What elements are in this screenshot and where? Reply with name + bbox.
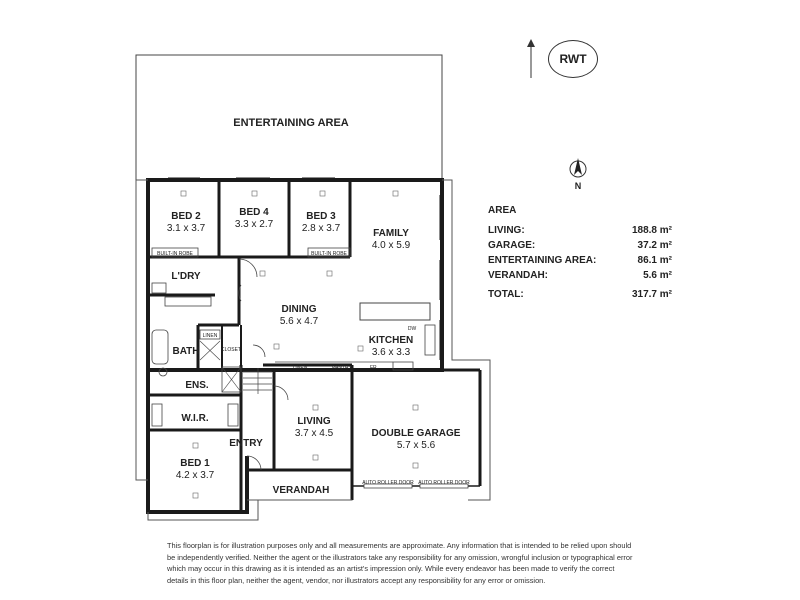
- kitchen-dims: 3.6 x 3.3: [372, 347, 411, 358]
- compass-north-label: N: [575, 181, 582, 191]
- area-row-value: 86.1 m²: [637, 255, 672, 266]
- garage-door-2: [419, 483, 469, 489]
- kitchen-label: KITCHEN: [369, 335, 413, 346]
- closet-label: CLOSET: [221, 347, 241, 353]
- bath-label: BATH: [172, 346, 199, 357]
- area-summary: AREA LIVING: 188.8 m² GARAGE: 37.2 m² EN…: [488, 203, 672, 302]
- dining-dims: 5.6 x 4.7: [280, 316, 319, 327]
- linen-bath: [199, 329, 221, 340]
- dining-label: DINING: [282, 304, 317, 315]
- area-row: LIVING: 188.8 m²: [488, 223, 672, 238]
- hatch-line: [221, 366, 242, 393]
- bed4-dims: 3.3 x 2.7: [235, 219, 274, 230]
- bed3-label: BED 3: [306, 211, 336, 222]
- laundry-trough: [151, 282, 167, 294]
- area-row-label: VERANDAH:: [488, 270, 548, 281]
- outer-outline: [135, 179, 491, 501]
- compass-icon: N: [569, 158, 587, 191]
- bed2-label: BED 2: [171, 211, 201, 222]
- family-label: FAMILY: [373, 228, 409, 239]
- bed1-label: BED 1: [180, 458, 210, 469]
- hatch-line: [199, 340, 221, 361]
- living-label: LIVING: [297, 416, 331, 427]
- linen-bath-label: LINEN: [203, 333, 218, 339]
- area-total-label: TOTAL:: [488, 289, 524, 300]
- area-total-row: TOTAL: 317.7 m²: [488, 287, 672, 302]
- area-row-label: GARAGE:: [488, 240, 536, 251]
- robe-bed2: [151, 247, 199, 258]
- robe-label-bed3: BUILT-IN ROBE: [311, 251, 347, 257]
- disclaimer-text: This floorplan is for illustration purpo…: [167, 541, 633, 585]
- cooktop: [424, 324, 436, 356]
- linen-hall-label: LINEN: [293, 365, 308, 371]
- family-dims: 4.0 x 5.9: [372, 240, 411, 251]
- entertaining-area-label: ENTERTAINING AREA: [233, 117, 349, 129]
- dw-label: DW: [408, 326, 417, 332]
- area-row: VERANDAH: 5.6 m²: [488, 268, 672, 283]
- roller-door-label-2: AUTO ROLLER DOOR: [418, 480, 470, 486]
- bed3-dims: 2.8 x 3.7: [302, 223, 341, 234]
- north-arrow-icon: [527, 39, 535, 78]
- windows: [168, 177, 441, 360]
- storage-hatch: [221, 366, 242, 393]
- pantry-label: PANTRY: [332, 365, 352, 371]
- logo: RWT: [548, 40, 598, 78]
- area-row: GARAGE: 37.2 m²: [488, 238, 672, 253]
- area-row-label: ENTERTAINING AREA:: [488, 255, 597, 266]
- bed2-dims: 3.1 x 3.7: [167, 223, 206, 234]
- robe-label-bed2: BUILT-IN ROBE: [157, 251, 193, 257]
- robe-bed3: [307, 247, 351, 258]
- kitchen-bench: [359, 302, 431, 321]
- ens-label: ENS.: [185, 380, 209, 391]
- wir-label: W.I.R.: [181, 413, 208, 424]
- area-row-value: 5.6 m²: [643, 270, 672, 281]
- garage-dims: 5.7 x 5.6: [397, 440, 436, 451]
- wir-shelf: [151, 403, 163, 427]
- vanity-bath: [164, 296, 212, 307]
- roller-door-label-1: AUTO ROLLER DOOR: [362, 480, 414, 486]
- bathtub: [151, 329, 169, 365]
- area-row-label: LIVING:: [488, 225, 525, 236]
- stairs: [243, 368, 272, 394]
- wir-shelf: [227, 403, 239, 427]
- area-row-value: 188.8 m²: [631, 225, 672, 236]
- fr-label: FR.: [370, 365, 378, 371]
- garage-door-1: [363, 483, 413, 489]
- garage-label: DOUBLE GARAGE: [372, 428, 461, 439]
- light-fixtures: [180, 190, 419, 499]
- bed4-label: BED 4: [239, 207, 269, 218]
- area-total-value: 317.7 m²: [631, 289, 672, 300]
- verandah-label: VERANDAH: [273, 485, 330, 496]
- area-title: AREA: [488, 205, 517, 216]
- entry-label: ENTRY: [229, 438, 263, 449]
- fridge: [392, 361, 414, 371]
- living-dims: 3.7 x 4.5: [295, 428, 334, 439]
- toilet: [158, 367, 168, 377]
- logo-text: RWT: [559, 52, 587, 66]
- ldry-label: L'DRY: [171, 271, 201, 282]
- bed1-dims: 4.2 x 3.7: [176, 470, 215, 481]
- area-row: ENTERTAINING AREA: 86.1 m²: [488, 253, 672, 268]
- doors: [238, 258, 289, 471]
- area-row-value: 37.2 m²: [637, 240, 672, 251]
